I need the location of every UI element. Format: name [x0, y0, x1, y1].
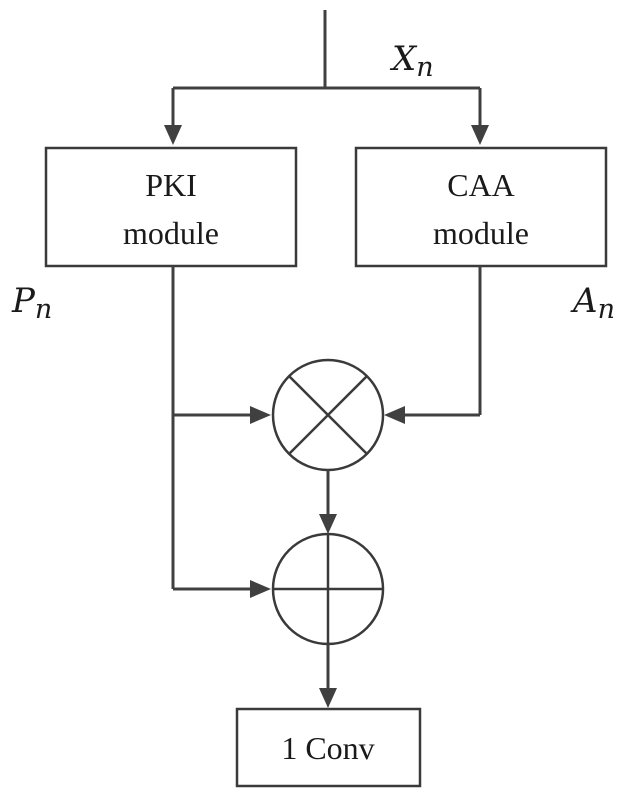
conv-box	[235, 707, 422, 788]
caa-module-title: CAA	[447, 167, 515, 203]
pki-module-box	[44, 146, 298, 268]
conv-label: 1 Conv	[281, 730, 374, 766]
multiply-operator-icon	[271, 358, 385, 472]
to-pki-arrowhead	[164, 125, 182, 145]
pki-module-title: PKI	[145, 167, 197, 203]
caa-output-label-an: An	[570, 281, 615, 325]
add-to-conv-arrowhead	[319, 688, 337, 708]
pki-to-multiply-arrowhead	[250, 406, 271, 424]
caa-to-multiply-arrowhead	[384, 406, 405, 424]
pki-module-subtitle: module	[123, 215, 219, 251]
to-caa-arrowhead	[471, 125, 489, 145]
pki-output-label-pn: Pn	[11, 281, 52, 325]
caa-module-subtitle: module	[433, 215, 529, 251]
pki-to-add-arrowhead	[250, 580, 271, 598]
add-operator-icon	[271, 532, 385, 646]
input-label-xn: Xn	[389, 39, 434, 83]
multiply-to-add-arrowhead	[319, 514, 337, 534]
